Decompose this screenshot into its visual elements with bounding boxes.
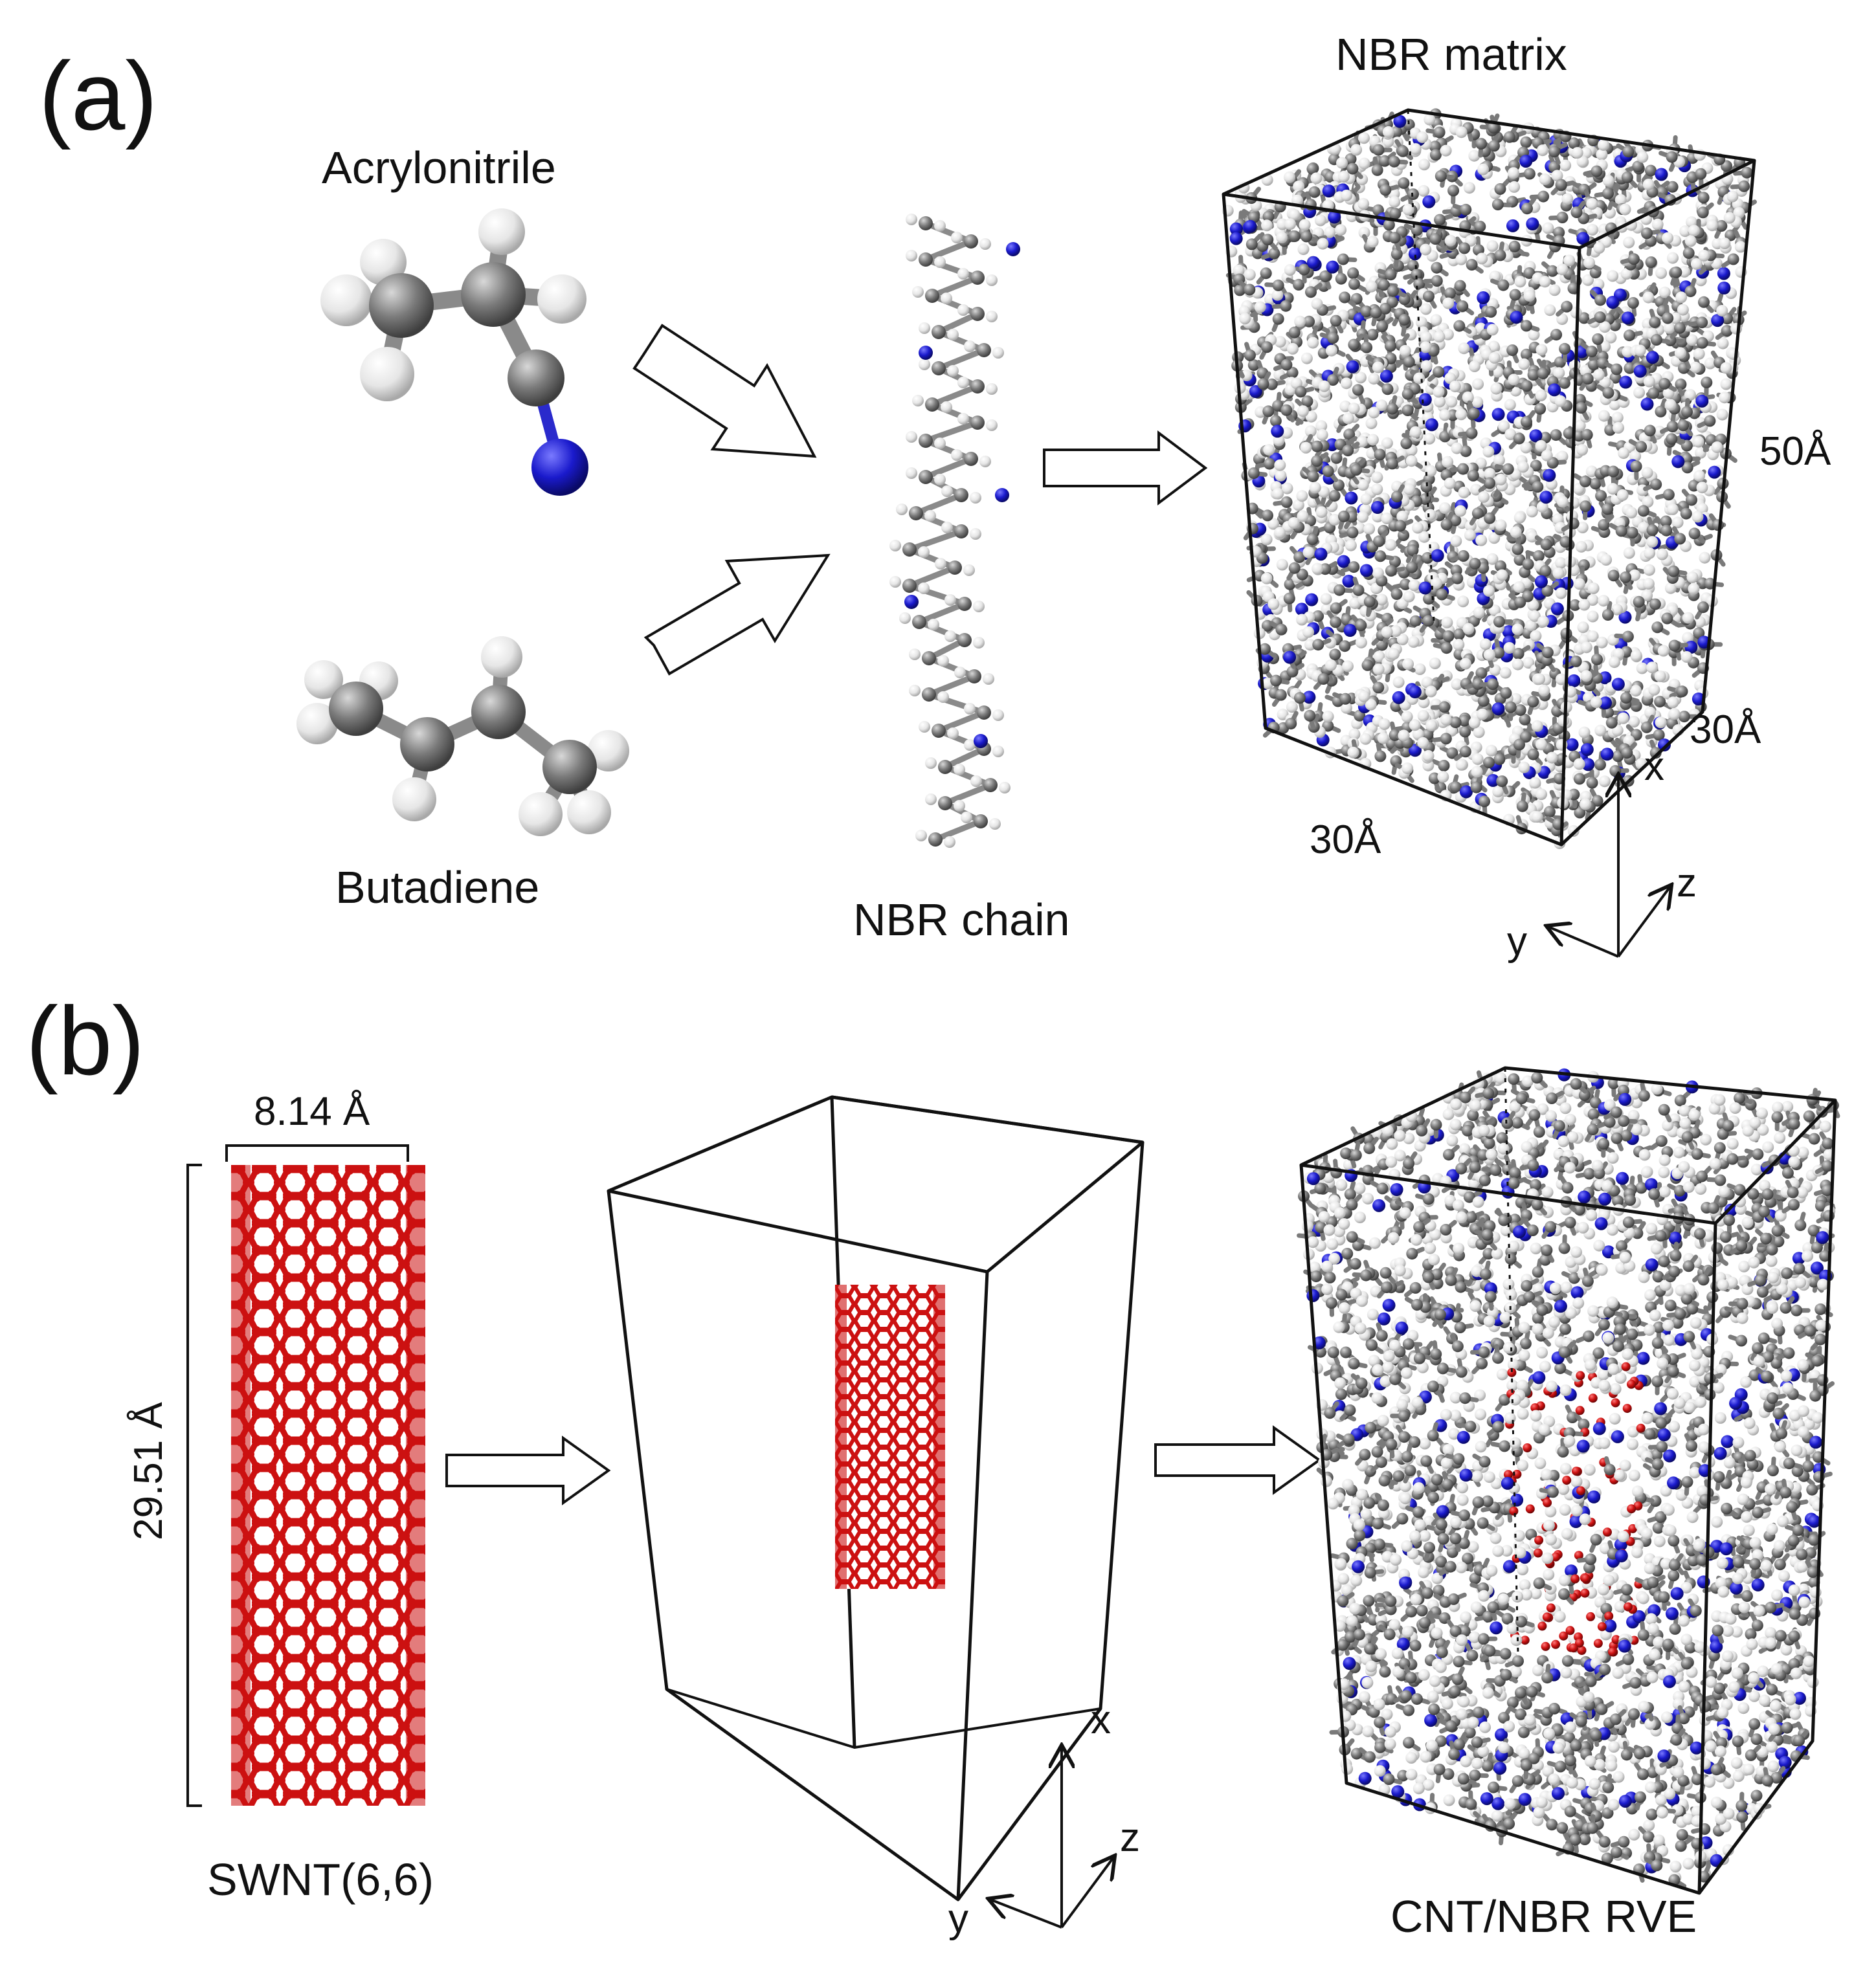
cnt-length-label: 29.51 Å	[126, 1402, 171, 1540]
dim-width-label: 30Å	[1310, 817, 1381, 862]
arrow-chain-to-matrix	[1043, 430, 1208, 505]
cnt-diameter-label: 8.14 Å	[254, 1089, 370, 1134]
axis-x-label-a: x	[1644, 744, 1664, 789]
axis-y-label-b: y	[948, 1896, 968, 1941]
cnt-diameter-bracket	[225, 1144, 409, 1162]
butadiene-molecule	[296, 636, 629, 836]
acrylonitrile-molecule	[320, 208, 588, 496]
axis-z-label-b: z	[1120, 1815, 1140, 1860]
axes-triad-a	[1548, 777, 1670, 958]
cnt-length-bracket	[186, 1164, 202, 1807]
swnt-nanotube	[231, 1165, 425, 1806]
cnt-name-label: SWNT(6,6)	[207, 1854, 434, 1905]
axis-x-label-b: x	[1091, 1698, 1111, 1742]
rve-title: CNT/NBR RVE	[1390, 1891, 1697, 1942]
arrow-box-to-rve	[1154, 1425, 1322, 1495]
nbr-matrix-title: NBR matrix	[1335, 29, 1567, 80]
arrow-acrylonitrile-to-chain	[632, 324, 817, 458]
butadiene-label: Butadiene	[335, 862, 539, 913]
arrow-cnt-to-box	[445, 1436, 611, 1505]
nbr-matrix-atoms	[1222, 108, 1757, 849]
dim-height-label: 50Å	[1759, 429, 1831, 474]
cnt-simulation-box	[607, 1095, 1145, 1902]
nbr-chain-label: NBR chain	[853, 894, 1070, 945]
acrylonitrile-label: Acrylonitrile	[322, 142, 556, 193]
dim-depth-label: 30Å	[1690, 707, 1761, 752]
axes-triad-b	[990, 1747, 1113, 1929]
nbr-chain	[889, 214, 1020, 848]
panel-b-label: (b)	[26, 986, 144, 1095]
cnt-nbr-rve-box	[1297, 1066, 1840, 1895]
panel-a-label: (a)	[39, 41, 157, 150]
axis-z-label-a: z	[1677, 861, 1697, 905]
axis-y-label-a: y	[1507, 919, 1527, 964]
rve-atoms	[1297, 1068, 1840, 1889]
nbr-matrix-box	[1222, 108, 1757, 849]
arrow-butadiene-to-chain	[643, 553, 831, 676]
